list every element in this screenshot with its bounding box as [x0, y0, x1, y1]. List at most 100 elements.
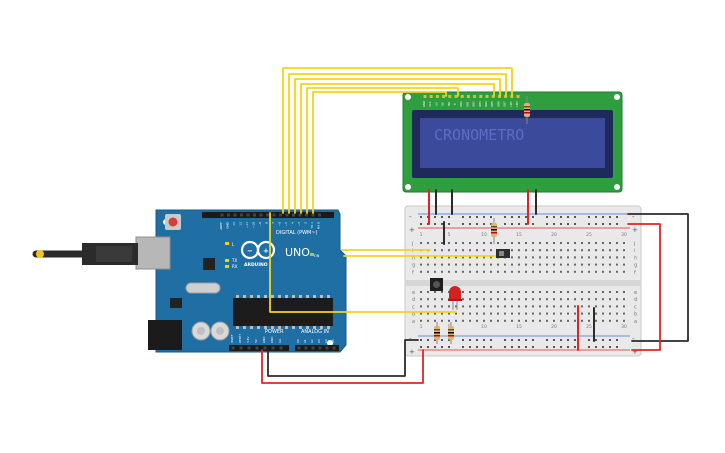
chip-leg: [292, 295, 295, 298]
terminal-hole: [539, 242, 541, 244]
terminal-hole: [539, 263, 541, 266]
terminal-hole: [539, 312, 541, 315]
terminal-hole: [504, 298, 506, 301]
terminal-hole: [441, 263, 443, 266]
terminal-hole: [609, 298, 611, 301]
terminal-hole: [595, 263, 597, 266]
terminal-hole: [553, 319, 555, 322]
rail-hole: [532, 223, 534, 225]
terminal-hole: [434, 249, 436, 252]
rail-hole: [469, 346, 471, 348]
rail-hole: [602, 346, 604, 348]
red-led: [448, 286, 462, 310]
terminal-hole: [427, 270, 429, 273]
terminal-hole: [567, 291, 569, 293]
terminal-hole: [567, 270, 569, 273]
rail-hole: [427, 339, 429, 341]
terminal-hole: [623, 305, 625, 308]
terminal-hole: [434, 242, 436, 244]
wire-lcd-rs: [306, 87, 459, 214]
terminal-hole: [602, 270, 604, 273]
terminal-hole: [448, 242, 450, 244]
power-pin-label: GND: [262, 337, 266, 343]
terminal-hole: [525, 291, 527, 293]
terminal-hole: [497, 319, 499, 322]
header-socket: [253, 213, 256, 217]
digital-pin-label: ~11: [245, 222, 249, 228]
terminal-hole: [581, 249, 583, 252]
terminal-hole: [560, 298, 562, 301]
push-button[interactable]: [430, 278, 443, 291]
power-pin-label: IOREF: [230, 334, 234, 343]
analog-in-label: ANALOG IN: [301, 329, 329, 335]
terminal-hole: [469, 242, 471, 244]
terminal-hole: [427, 305, 429, 308]
terminal-hole: [616, 305, 618, 308]
chip-leg: [236, 326, 239, 329]
terminal-hole: [434, 270, 436, 273]
rail-minus-label: -: [632, 213, 635, 221]
terminal-hole: [518, 249, 520, 252]
terminal-hole: [581, 242, 583, 244]
terminal-hole: [595, 305, 597, 308]
terminal-hole: [595, 270, 597, 273]
terminal-hole: [574, 305, 576, 308]
terminal-hole: [539, 305, 541, 308]
terminal-hole: [539, 298, 541, 301]
column-number: 30: [621, 232, 627, 238]
terminal-hole: [462, 270, 464, 273]
terminal-hole: [469, 291, 471, 293]
terminal-hole: [483, 242, 485, 244]
wire-rail-5v: [627, 223, 661, 351]
digital-pin-label: 2: [304, 222, 308, 224]
terminal-hole: [595, 256, 597, 259]
lcd-pin-label: DB5: [490, 101, 494, 107]
terminal-hole: [441, 298, 443, 301]
header-socket: [255, 346, 259, 350]
terminal-hole: [609, 270, 611, 273]
terminal-hole: [532, 312, 534, 315]
terminal-hole: [518, 298, 520, 301]
terminal-hole: [581, 291, 583, 293]
terminal-hole: [602, 312, 604, 315]
rail-hole: [434, 339, 436, 341]
lcd-pin-label: V0: [434, 102, 438, 106]
rail-hole: [616, 346, 618, 348]
terminal-hole: [553, 312, 555, 315]
terminal-hole: [504, 242, 506, 244]
header-socket: [233, 213, 237, 217]
column-number: 30: [621, 324, 627, 330]
terminal-hole: [469, 249, 471, 252]
lcd-pin-label: DB4: [484, 101, 488, 107]
digital-pins-label: DIGITAL (PWM~): [276, 230, 318, 236]
power-pin-label: RESET: [238, 334, 242, 343]
rail-hole: [469, 223, 471, 225]
terminal-hole: [476, 249, 478, 252]
usb-port: [135, 236, 171, 270]
terminal-hole: [546, 305, 548, 308]
terminal-hole: [483, 249, 485, 252]
terminal-hole: [469, 312, 471, 315]
arduino-mount-hole: [327, 340, 333, 346]
slide-switch[interactable]: [496, 249, 510, 258]
rail-hole: [462, 223, 464, 225]
row-letter: a: [412, 319, 415, 325]
terminal-hole: [448, 319, 450, 322]
header-socket: [311, 346, 315, 350]
rail-hole: [525, 216, 527, 218]
terminal-hole: [525, 263, 527, 266]
terminal-hole: [595, 319, 597, 322]
capacitor-top: [216, 327, 224, 335]
terminal-hole: [511, 263, 513, 266]
terminal-hole: [476, 263, 478, 266]
arduino-uno: − + UNO ARDUINO DIGITAL (PWM~) POWER ANA…: [32, 209, 347, 353]
chip-leg: [278, 295, 281, 298]
terminal-hole: [588, 256, 590, 259]
rail-hole: [518, 346, 520, 348]
rail-hole: [602, 216, 604, 218]
row-letter: c: [412, 304, 415, 310]
chip-leg: [264, 326, 267, 329]
row-letter: h: [634, 255, 637, 261]
terminal-hole: [448, 305, 450, 308]
